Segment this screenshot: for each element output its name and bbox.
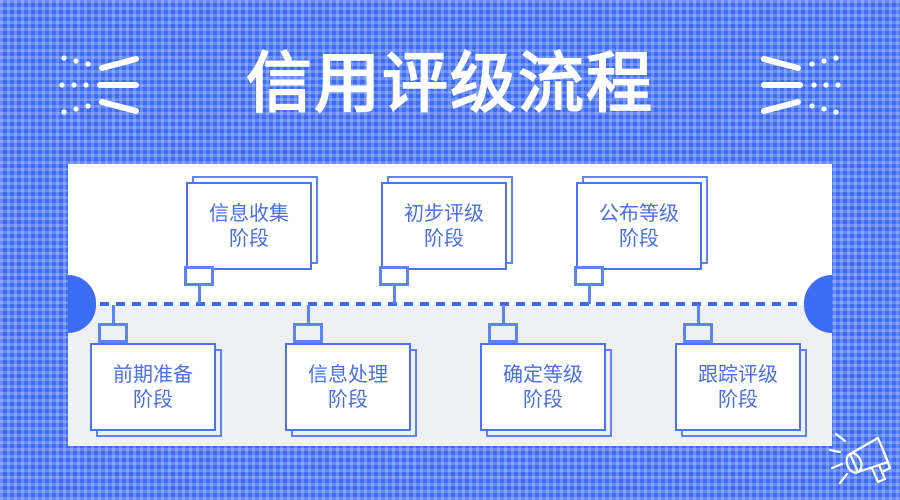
stage-label: 公布等级 阶段 — [599, 201, 679, 250]
stage-label: 信息收集 阶段 — [209, 201, 289, 250]
stage-card-bottom-2[interactable]: 信息处理 阶段 — [285, 343, 417, 437]
card-face: 信息处理 阶段 — [285, 343, 411, 431]
connector-box-bottom-1 — [98, 323, 128, 343]
speed-lines-right-decoration — [722, 46, 842, 124]
card-face: 确定等级 阶段 — [480, 343, 606, 431]
stage-label: 确定等级 阶段 — [503, 362, 583, 411]
card-face: 初步评级 阶段 — [381, 182, 507, 270]
connector-box-bottom-4 — [683, 323, 713, 343]
connector-box-top-1 — [184, 266, 214, 286]
stage-card-top-2[interactable]: 初步评级 阶段 — [381, 176, 513, 270]
connector-box-top-3 — [574, 266, 604, 286]
stage-label: 信息处理 阶段 — [308, 362, 388, 411]
connector-box-bottom-2 — [293, 323, 323, 343]
page-title: 信用评级流程 — [246, 45, 654, 122]
card-face: 跟踪评级 阶段 — [675, 343, 801, 431]
card-face: 前期准备 阶段 — [90, 343, 216, 431]
card-face: 信息收集 阶段 — [186, 182, 312, 270]
connector-stem-bottom-1 — [111, 305, 115, 323]
stage-card-top-3[interactable]: 公布等级 阶段 — [576, 176, 708, 270]
megaphone-icon — [828, 428, 896, 494]
connector-stem-bottom-3 — [501, 305, 505, 323]
dashed-divider — [68, 302, 832, 306]
connector-stem-bottom-4 — [696, 305, 700, 323]
stage-card-bottom-1[interactable]: 前期准备 阶段 — [90, 343, 222, 437]
speed-lines-left-decoration — [58, 46, 178, 124]
stage-label: 初步评级 阶段 — [404, 201, 484, 250]
connector-stem-top-3 — [587, 286, 591, 304]
stage-card-bottom-4[interactable]: 跟踪评级 阶段 — [675, 343, 807, 437]
card-face: 公布等级 阶段 — [576, 182, 702, 270]
connector-box-bottom-3 — [488, 323, 518, 343]
connector-stem-top-1 — [197, 286, 201, 304]
stage-card-bottom-3[interactable]: 确定等级 阶段 — [480, 343, 612, 437]
stage-card-top-1[interactable]: 信息收集 阶段 — [186, 176, 318, 270]
connector-box-top-2 — [379, 266, 409, 286]
flow-panel: 信息收集 阶段 初步评级 阶段 公布等级 阶段 — [68, 164, 832, 446]
connector-stem-top-2 — [392, 286, 396, 304]
connector-stem-bottom-2 — [306, 305, 310, 323]
stage-label: 前期准备 阶段 — [113, 362, 193, 411]
stage-label: 跟踪评级 阶段 — [698, 362, 778, 411]
